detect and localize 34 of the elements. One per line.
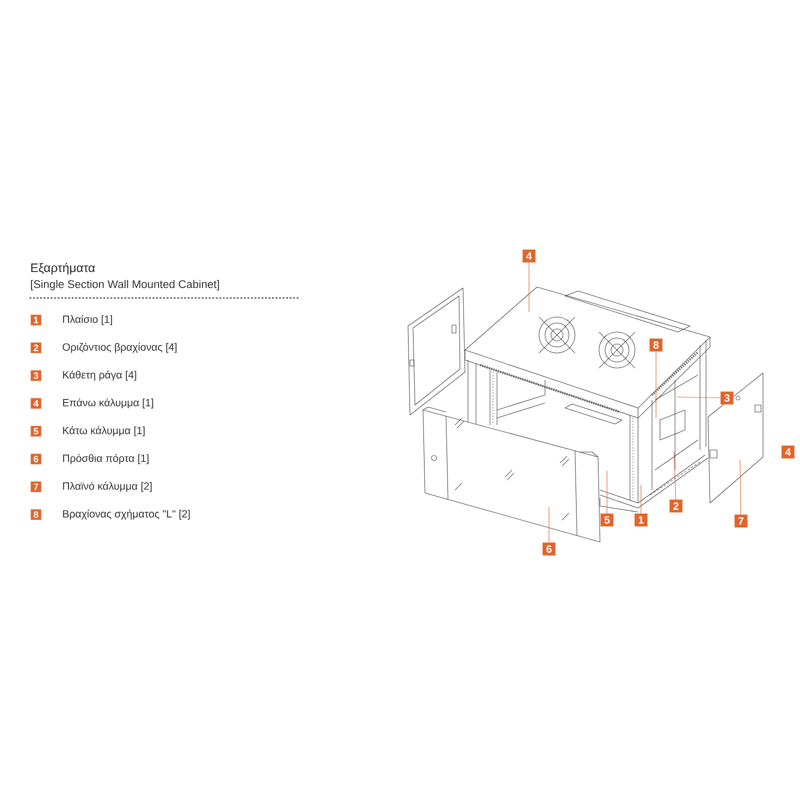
callout-number: 4: [782, 446, 794, 458]
leader-line: [674, 452, 676, 500]
part-name: Κάθετη ράγα [4]: [63, 370, 136, 381]
callout-number: 7: [30, 482, 42, 492]
callout-number: 6: [30, 454, 42, 464]
callout-number: 6: [542, 542, 556, 556]
part-name: Πλαϊνό κάλυμμα [2]: [63, 482, 152, 492]
leader-line: [528, 262, 530, 312]
callout-number: 5: [30, 426, 42, 436]
leader-line: [548, 506, 550, 543]
part-name: Πλαίσιο [1]: [63, 314, 112, 326]
part-name: Οριζόντιος βραχίονας [4]: [62, 342, 176, 353]
leader-line: [740, 460, 742, 515]
callout-number: 8: [30, 509, 42, 520]
callout-number: 4: [522, 250, 536, 262]
callout-number: 3: [720, 392, 734, 404]
callout-number: 3: [30, 370, 42, 381]
leader-line: [676, 396, 721, 398]
callout-number: 2: [670, 500, 682, 512]
leader-line: [640, 484, 642, 514]
subtitle: [Single Section Wall Mounted Cabinet]: [31, 280, 219, 290]
callout-number: 2: [30, 342, 42, 354]
part-name: Βραχίονας σχήματος "L" [2]: [63, 510, 190, 520]
callout-number: 7: [734, 514, 748, 528]
part-name: Πρόσθια πόρτα [1]: [63, 454, 148, 464]
callout-number: 1: [634, 514, 648, 526]
leader-line: [606, 470, 608, 514]
title: Εξαρτήματα: [31, 262, 95, 275]
callout-number: 4: [30, 398, 42, 409]
callout-number: 1: [30, 314, 42, 326]
part-name: Κάτω κάλυμμα [1]: [63, 426, 145, 436]
part-name: Επάνω κάλυμμα [1]: [63, 398, 154, 408]
callout-number: 5: [600, 514, 614, 526]
callout-number: 8: [650, 338, 662, 352]
